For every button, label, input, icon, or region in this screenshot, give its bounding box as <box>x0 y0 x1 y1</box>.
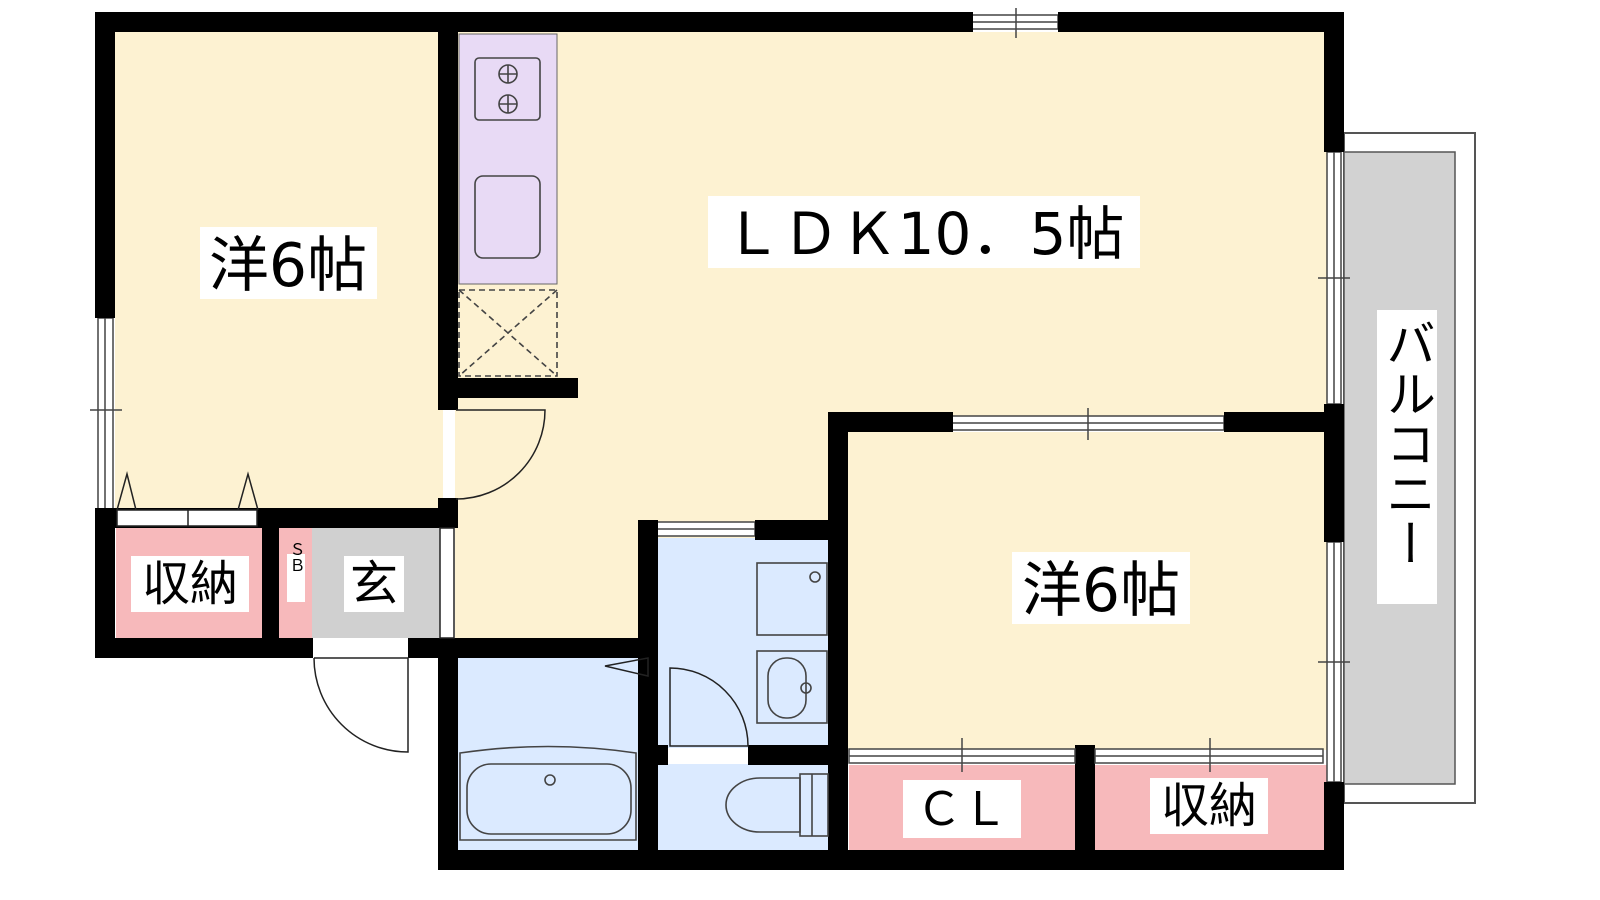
toilet-icon <box>725 777 801 833</box>
labels: 洋6帖 ＬＤＫ10．5帖 洋6帖 収納 ＳＢ 玄 ＣＬ 収納 バルコニー <box>131 196 1437 838</box>
label-shoe-box: ＳＢ <box>287 541 306 573</box>
door-washroom <box>669 667 749 747</box>
door-ldk-entrance <box>455 409 546 500</box>
fridge-space-icon <box>458 289 558 377</box>
sliding-doors-storage <box>848 738 1324 772</box>
label-balcony: バルコニー <box>1378 318 1436 568</box>
label-closet: ＣＬ <box>916 782 1008 836</box>
doors <box>116 409 749 753</box>
stove-icon <box>474 57 541 121</box>
label-entrance: 玄 <box>350 556 398 612</box>
walls <box>95 12 1344 870</box>
toilet-fill <box>657 764 829 852</box>
fixtures <box>458 57 829 841</box>
door-bath-folding <box>604 657 649 677</box>
label-western-left: 洋6帖 <box>209 231 367 301</box>
label-storage-right: 収納 <box>1161 778 1257 834</box>
label-ldk: ＬＤＫ10．5帖 <box>724 200 1125 268</box>
label-storage-left: 収納 <box>142 556 238 612</box>
bathtub-icon <box>459 745 637 841</box>
wash-basin-icon <box>756 650 828 724</box>
door-front <box>313 657 409 753</box>
label-western-right: 洋6帖 <box>1022 556 1180 626</box>
bathroom-fill <box>457 655 642 852</box>
kitchen-sink-icon <box>474 175 541 259</box>
washing-machine-icon <box>756 562 828 636</box>
room-fills <box>115 32 1476 852</box>
